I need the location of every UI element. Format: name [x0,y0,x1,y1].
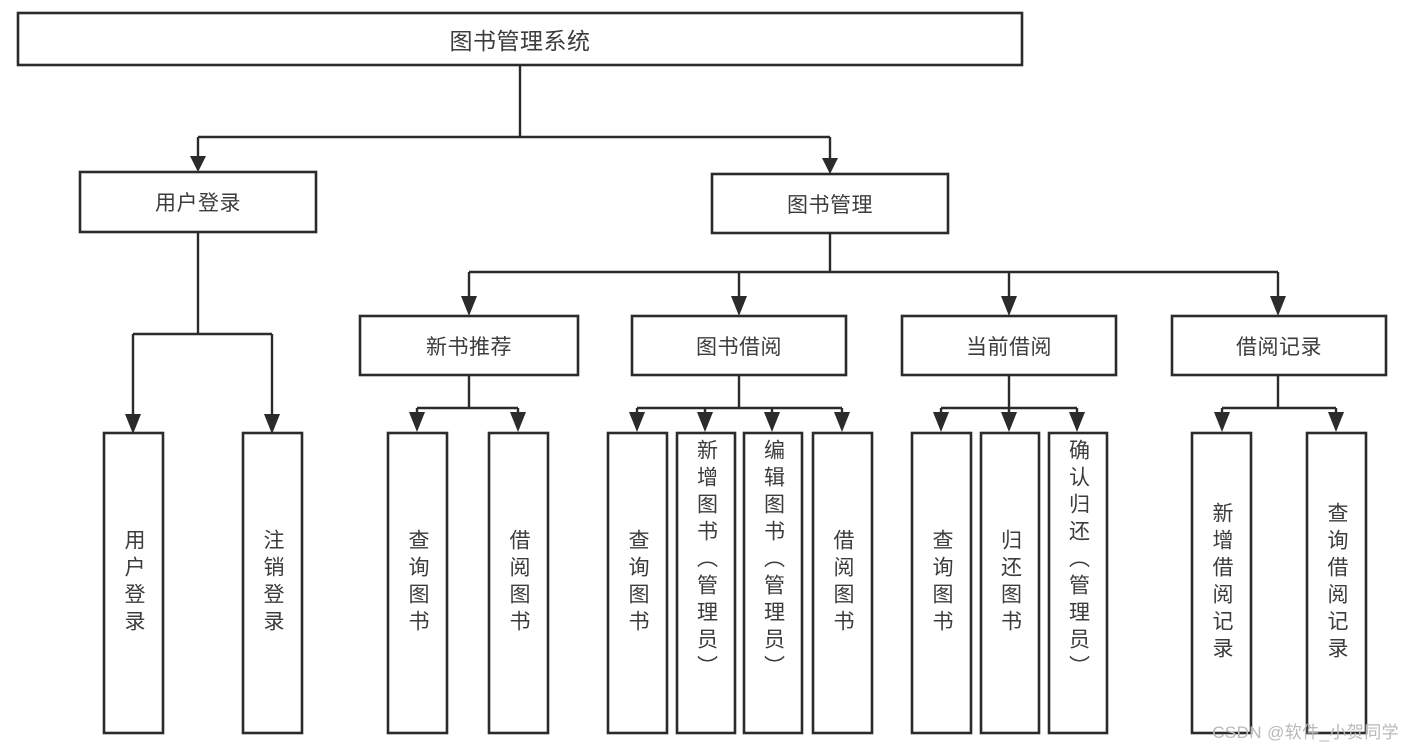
leaf-box-user-login-0[interactable] [102,431,165,735]
leaf-box-record-1[interactable] [1305,431,1368,735]
arrowhead-newbook-leaf1 [409,412,425,432]
node-label-user-login: 用户登录 [155,192,241,215]
arrowhead-book-manage [822,158,838,174]
leaf-box-user-login-1[interactable] [241,431,304,735]
arrowhead-newbook [461,296,477,316]
leaf-box-newbook-1[interactable] [487,431,550,735]
leaf-label-current-1: 归还图书 [998,529,1022,637]
leaf-label-record-0: 新增借阅记录 [1210,502,1233,664]
box-group [16,11,1388,735]
node-box-user-login[interactable] [78,170,318,234]
arrowhead-record-leaf2 [1328,412,1344,432]
arrowhead-borrow-leaf4 [834,412,850,432]
arrowhead-user-login [190,156,206,172]
node-label-book-manage: 图书管理 [787,193,873,217]
arrowhead-leaf-user-login [125,414,141,434]
leaf-box-borrow-3[interactable] [811,431,874,735]
node-box-book-manage[interactable] [710,172,950,235]
leaf-box-current-0[interactable] [910,431,973,735]
arrowhead-borrow-leaf3 [764,412,780,432]
leaf-label-newbook-1: 借阅图书 [507,529,530,637]
arrowhead-leaf-logout [264,414,280,434]
leaf-box-current-2[interactable] [1047,431,1109,735]
leaf-box-borrow-0[interactable] [606,431,669,735]
arrowhead-record [1270,296,1286,316]
leaf-label-borrow-0: 查询图书 [626,529,649,637]
leaf-box-borrow-1[interactable] [675,431,737,735]
arrowhead-borrow-leaf2 [697,412,713,432]
leaf-label-borrow-2: 编辑图书（管理员） [761,439,785,682]
node-label-book-borrow: 图书借阅 [696,335,782,359]
connector-group [125,65,1344,434]
node-box-borrow-record[interactable] [1170,314,1388,377]
leaf-box-newbook-0[interactable] [386,431,449,735]
leaf-label-record-1: 查询借阅记录 [1325,502,1348,664]
watermark-text: CSDN @软件_小贺同学 [1212,723,1399,742]
arrowhead-current-leaf1 [933,412,949,432]
leaf-label-borrow-1: 新增图书（管理员） [694,439,718,682]
leaf-label-current-0: 查询图书 [930,529,953,637]
node-box-book-borrow[interactable] [630,314,848,377]
node-box-root[interactable] [16,11,1024,67]
arrowhead-current-leaf2 [1001,412,1017,432]
arrowhead-current [1001,296,1017,316]
leaf-box-record-0[interactable] [1190,431,1253,735]
leaf-box-borrow-2[interactable] [742,431,804,735]
leaf-label-user-login-0: 用户登录 [122,529,145,637]
node-label-new-book-recommend: 新书推荐 [426,335,512,359]
arrowhead-record-leaf1 [1214,412,1230,432]
node-label-root: 图书管理系统 [449,28,591,54]
arrowhead-borrow-leaf1 [629,412,645,432]
node-label-borrow-record: 借阅记录 [1236,335,1322,359]
leaf-label-newbook-0: 查询图书 [406,529,429,637]
arrowhead-newbook-leaf2 [510,412,526,432]
leaf-box-current-1[interactable] [979,431,1041,735]
node-label-current-borrow: 当前借阅 [966,335,1052,359]
node-box-new-book-recommend[interactable] [358,314,580,377]
leaf-label-borrow-3: 借阅图书 [831,529,854,637]
arrowhead-borrow [731,296,747,316]
leaf-label-current-2: 确认归还（管理员） [1066,439,1090,682]
arrowhead-current-leaf3 [1069,412,1085,432]
leaf-label-user-login-1: 注销登录 [261,529,284,637]
node-box-current-borrow[interactable] [900,314,1118,377]
